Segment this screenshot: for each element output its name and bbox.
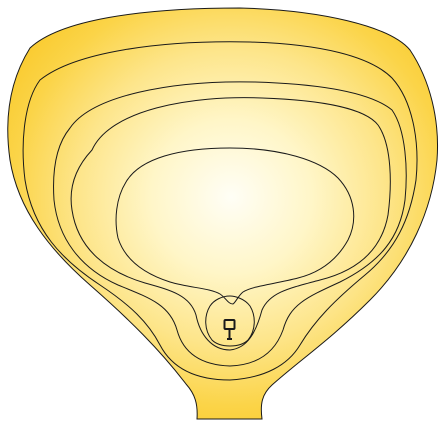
diagram-canvas — [0, 0, 442, 427]
layered-bulb-diagram — [0, 0, 442, 427]
